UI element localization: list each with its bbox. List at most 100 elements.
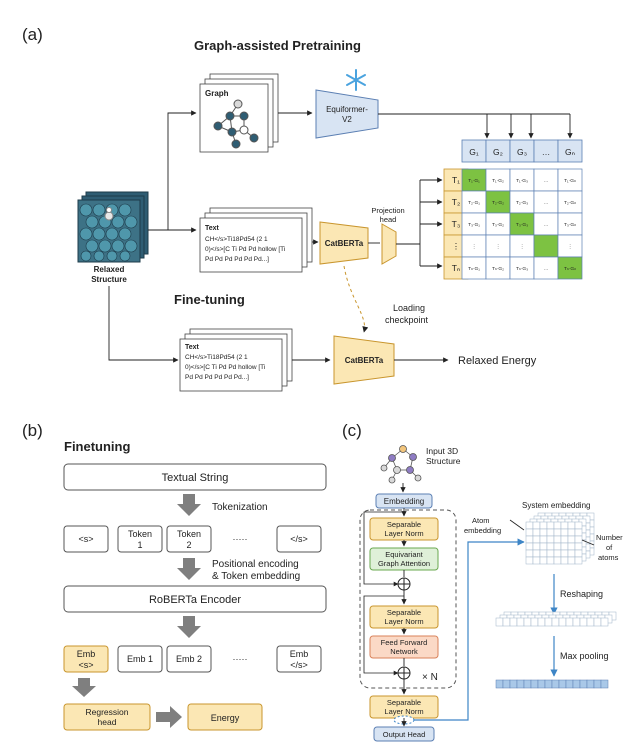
pooled-cell xyxy=(502,679,511,689)
matrix-cell-label: Tₙ·G₁ xyxy=(468,266,480,272)
embedding-label: Emb xyxy=(77,649,96,659)
tensor-cell xyxy=(539,549,548,558)
matrix-cell-label: … xyxy=(544,267,549,272)
sep-norm-2-line-2: Layer Norm xyxy=(384,617,423,626)
matrix-cell-label: ⋮ xyxy=(568,244,573,250)
output-head-box xyxy=(373,726,435,742)
finetune-text-card-stack xyxy=(179,328,293,392)
matrix-cell-label: T₁·G₂ xyxy=(492,178,504,184)
tensor-cell xyxy=(546,549,555,558)
relaxed-structure-label-2: Structure xyxy=(91,275,127,284)
tensor-cell xyxy=(525,528,534,537)
reshaped-embedding xyxy=(495,611,617,627)
matrix-cell-label: T₂·G₂ xyxy=(492,200,504,206)
positional-label-1: Positional encoding xyxy=(212,559,299,570)
ffn-line-2: Network xyxy=(390,647,418,656)
text-card-label: Text xyxy=(205,225,220,232)
g-header-label: G₂ xyxy=(493,147,503,157)
token-box xyxy=(63,525,109,553)
tensor-cell xyxy=(567,521,576,530)
reshaped-cell xyxy=(558,617,567,627)
roberta-encoder-box xyxy=(63,585,327,613)
atom-embedding-label-1: Atom xyxy=(472,516,490,525)
tensor-cell xyxy=(567,535,576,544)
finetune-catberta-block xyxy=(333,335,395,385)
projection-label-2: head xyxy=(380,215,397,224)
t-header-label: ⋮ xyxy=(452,241,461,251)
atom-embedding-pointer xyxy=(509,519,525,531)
arrow-to-graph xyxy=(148,110,197,231)
roberta-encoder-label: RoBERTa Encoder xyxy=(149,594,241,606)
tensor-cell xyxy=(532,521,541,530)
reshaped-cell xyxy=(502,617,511,627)
embedding-box xyxy=(63,645,109,673)
tensor-cell xyxy=(560,549,569,558)
token-label: 1 xyxy=(137,540,142,550)
text-card-stack xyxy=(199,207,313,273)
reshaped-cell xyxy=(551,617,560,627)
sep-norm-3-line-1: Separable xyxy=(387,698,421,707)
matrix-cell-label: Tₙ·G₃ xyxy=(516,266,528,272)
residual-add-icon-2 xyxy=(397,666,411,680)
tensor-cell xyxy=(546,528,555,537)
text-card-line-1: CH</s>Ti18Pd54 (2 1 xyxy=(205,236,268,243)
tokenization-label: Tokenization xyxy=(212,502,268,513)
pooled-cell xyxy=(509,679,518,689)
regression-label-2: head xyxy=(98,717,117,727)
times-n-label: × N xyxy=(422,672,438,683)
text-card-line-2: 0)</s>[C Ti Pd Pd hollow [Ti xyxy=(205,246,285,253)
finetune-text-line-2: 0)</s>[C Ti Pd Pd hollow [Ti xyxy=(185,364,265,371)
embedding-label: <s> xyxy=(78,660,93,670)
token-label: </s> xyxy=(290,534,308,544)
graph-label: Graph xyxy=(205,89,229,98)
pooled-cell xyxy=(551,679,560,689)
catberta-block xyxy=(319,221,369,265)
tensor-cell xyxy=(546,535,555,544)
pooled-cell xyxy=(523,679,532,689)
finetuning-title: Fine-tuning xyxy=(174,292,245,307)
tensor-cell xyxy=(546,556,555,565)
g-header-label: … xyxy=(542,147,551,157)
sep-norm-2-line-1: Separable xyxy=(387,608,421,617)
token-label: <s> xyxy=(78,534,93,544)
reshaped-cell xyxy=(516,617,525,627)
tensor-cell xyxy=(574,528,583,537)
token-label: Token xyxy=(128,529,152,539)
tensor-cell xyxy=(546,542,555,551)
tensor-cell xyxy=(560,521,569,530)
loading-label-2: checkpoint xyxy=(385,315,429,325)
atom-count-label-1: Number xyxy=(596,533,623,542)
projection-output-arrows xyxy=(396,177,443,269)
matrix-cell-label: T₂·Gₙ xyxy=(564,200,576,206)
tensor-cell xyxy=(532,556,541,565)
energy-label: Energy xyxy=(211,713,240,723)
tensor-cell xyxy=(539,556,548,565)
reshaped-cell xyxy=(523,617,532,627)
matrix-cell-label: ⋮ xyxy=(472,244,477,250)
reshaped-cell xyxy=(579,617,588,627)
matrix-cell-label: T₃·G₁ xyxy=(468,222,480,228)
reshaped-cell xyxy=(544,617,553,627)
tensor-cell xyxy=(539,542,548,551)
tensor-cell xyxy=(560,542,569,551)
matrix-cell-label: T₂·G₃ xyxy=(516,200,528,206)
reshaped-cell xyxy=(572,617,581,627)
output-head-label: Output Head xyxy=(383,730,426,739)
tensor-cell xyxy=(574,521,583,530)
equiformer-block xyxy=(315,89,379,139)
matrix-cell-label: T₁·G₃ xyxy=(516,178,528,184)
tensor-cell xyxy=(539,521,548,530)
t-header-label: T₁ xyxy=(452,175,460,185)
system-embedding-tensor xyxy=(525,512,595,565)
pooled-cell xyxy=(495,679,504,689)
t-header-label: T₃ xyxy=(452,219,461,229)
matrix-cell-label: Tₙ·G₂ xyxy=(492,266,504,272)
down-arrow-3 xyxy=(177,616,201,638)
reshaped-cell xyxy=(600,617,609,627)
tensor-cell xyxy=(539,535,548,544)
tensor-cell xyxy=(525,556,534,565)
matrix-cell xyxy=(533,234,559,258)
reshaped-cell xyxy=(586,617,595,627)
tensor-cell xyxy=(560,535,569,544)
